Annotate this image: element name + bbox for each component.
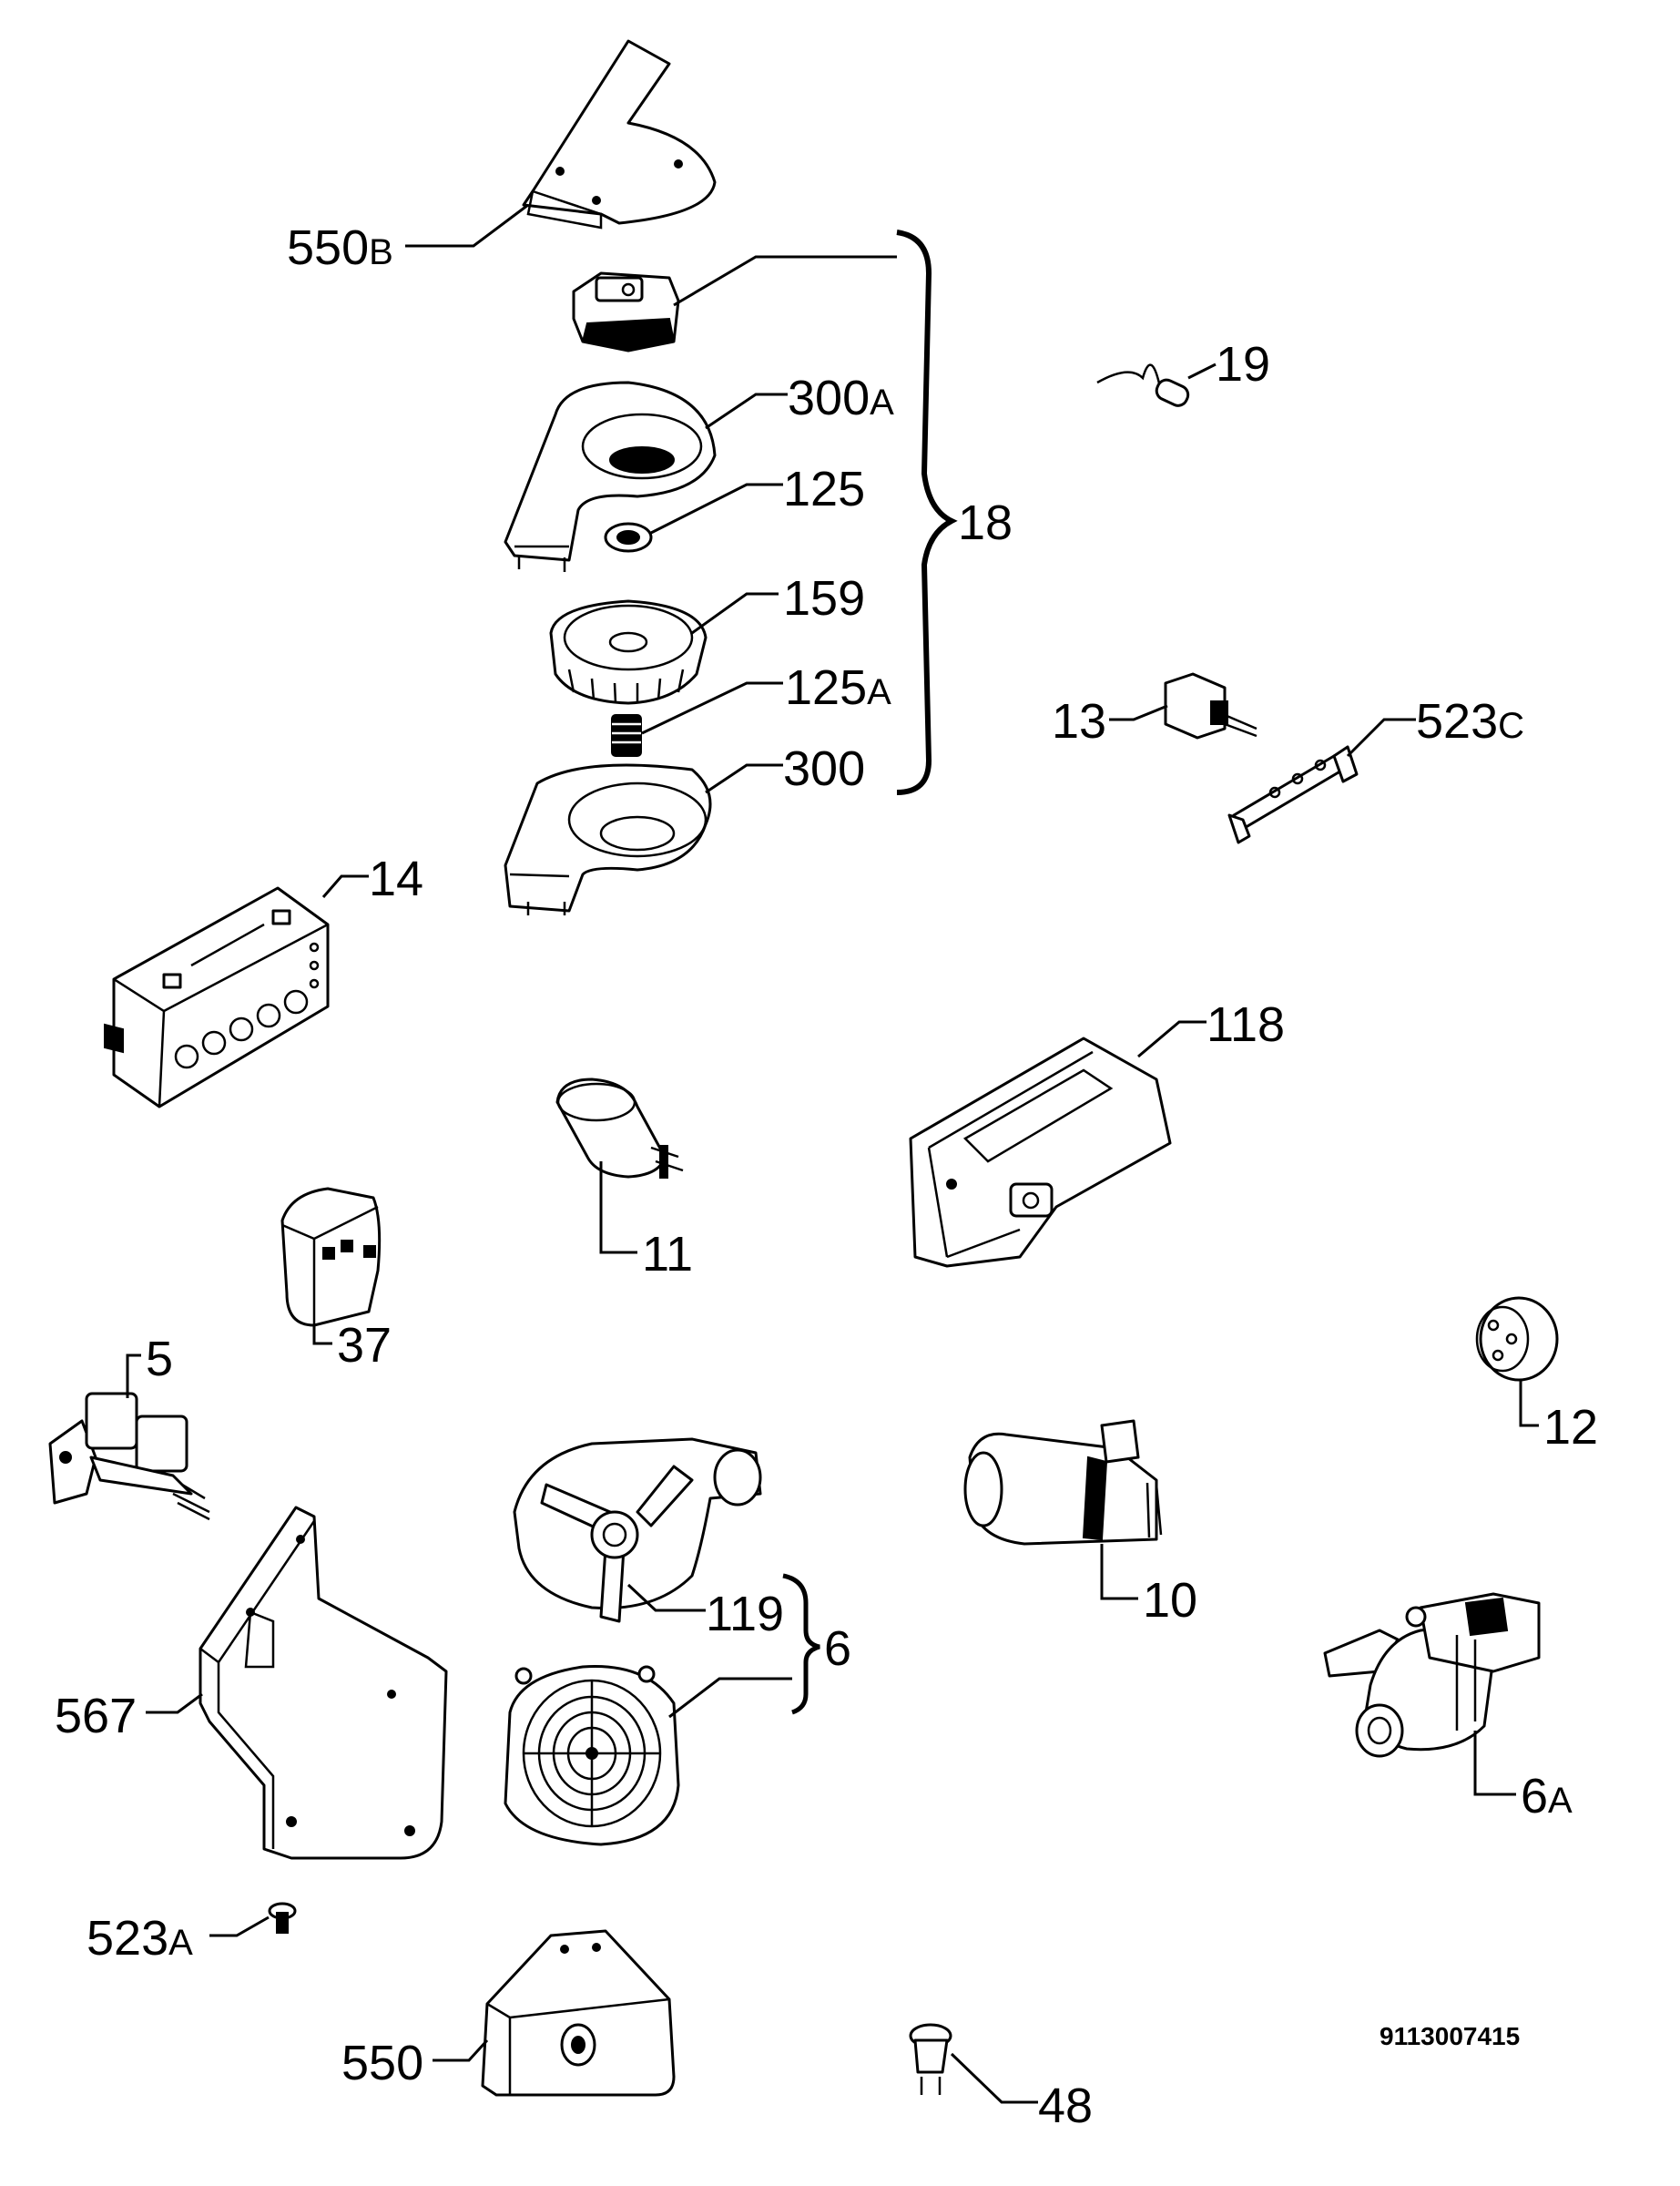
callout-48: 48 — [1038, 2079, 1093, 2133]
callout-300a: 300A — [788, 371, 894, 425]
leader-motor — [673, 255, 897, 307]
callout-10: 10 — [1143, 1573, 1197, 1628]
part-37-filter — [280, 1187, 382, 1327]
brace-6 — [782, 1573, 820, 1715]
leader-12 — [1519, 1380, 1539, 1427]
leader-567 — [146, 1692, 203, 1714]
leader-159 — [691, 592, 779, 635]
leader-125 — [650, 483, 783, 535]
leader-11 — [599, 1161, 637, 1254]
callout-119: 119 — [706, 1587, 784, 1641]
part-125-bearing — [604, 522, 653, 553]
part-523a-screw — [268, 1902, 297, 1934]
callout-125a: 125A — [785, 660, 891, 715]
callout-550: 550 — [341, 2036, 423, 2090]
leader-125a — [641, 681, 783, 735]
callout-523c: 523C — [1416, 694, 1524, 749]
leader-550b — [405, 203, 529, 248]
callout-12: 12 — [1543, 1400, 1598, 1455]
part-5-inlet-valve — [48, 1392, 210, 1521]
leader-6a — [1473, 1731, 1516, 1796]
part-6a-drain-pump — [1323, 1592, 1541, 1758]
leader-118 — [1137, 1020, 1207, 1058]
part-550b-cover — [522, 39, 717, 230]
callout-6: 6 — [824, 1621, 851, 1676]
leader-5 — [126, 1353, 141, 1398]
part-48-clip — [909, 2023, 952, 2095]
callout-11: 11 — [642, 1227, 693, 1282]
callout-5: 5 — [146, 1332, 173, 1386]
part-11-capacitor — [555, 1078, 684, 1179]
leader-48 — [950, 2052, 1038, 2104]
callout-550b: 550B — [287, 220, 393, 275]
part-300-housing — [504, 763, 712, 915]
callout-523a: 523A — [87, 1911, 193, 1966]
callout-14: 14 — [369, 852, 423, 906]
leader-14 — [321, 874, 369, 898]
brace-18 — [896, 230, 958, 795]
leader-19 — [1187, 363, 1217, 380]
callout-13: 13 — [1052, 694, 1106, 749]
callout-37: 37 — [337, 1318, 392, 1373]
leader-523c — [1346, 718, 1416, 758]
leader-37 — [312, 1325, 332, 1345]
part-523c-bracket — [1227, 745, 1359, 844]
part-118-dispenser — [909, 1037, 1172, 1268]
drawing-number: 9113007415 — [1380, 2022, 1520, 2050]
callout-118: 118 — [1207, 997, 1285, 1052]
callout-19: 19 — [1216, 337, 1270, 392]
part-159-impeller — [549, 599, 708, 705]
part-19-sensor — [1096, 363, 1190, 407]
part-6-heater-element — [504, 1665, 680, 1846]
part-119-pump-housing — [513, 1437, 762, 1623]
callout-6a: 6A — [1521, 1769, 1573, 1823]
leader-119 — [626, 1583, 706, 1612]
callout-159: 159 — [783, 571, 865, 626]
leader-6-heater — [668, 1677, 792, 1719]
callout-300: 300 — [783, 741, 865, 796]
leader-13 — [1109, 704, 1168, 721]
part-fan-motor — [572, 271, 680, 352]
part-550-cover — [481, 1929, 676, 2097]
part-125a-spring — [611, 714, 642, 757]
part-567-shield — [199, 1506, 448, 1860]
callout-18: 18 — [958, 495, 1013, 550]
part-300a-housing — [504, 381, 717, 572]
part-12-cap — [1475, 1296, 1559, 1382]
part-10-element — [963, 1419, 1163, 1546]
part-13-switch — [1164, 672, 1257, 740]
leader-550 — [433, 2038, 489, 2062]
part-14-control-module — [104, 886, 330, 1108]
leader-10 — [1100, 1544, 1138, 1600]
leader-523a — [209, 1915, 270, 1937]
callout-567: 567 — [55, 1689, 137, 1743]
leader-300 — [705, 763, 783, 794]
leader-300a — [705, 393, 788, 430]
callout-125: 125 — [783, 462, 865, 516]
